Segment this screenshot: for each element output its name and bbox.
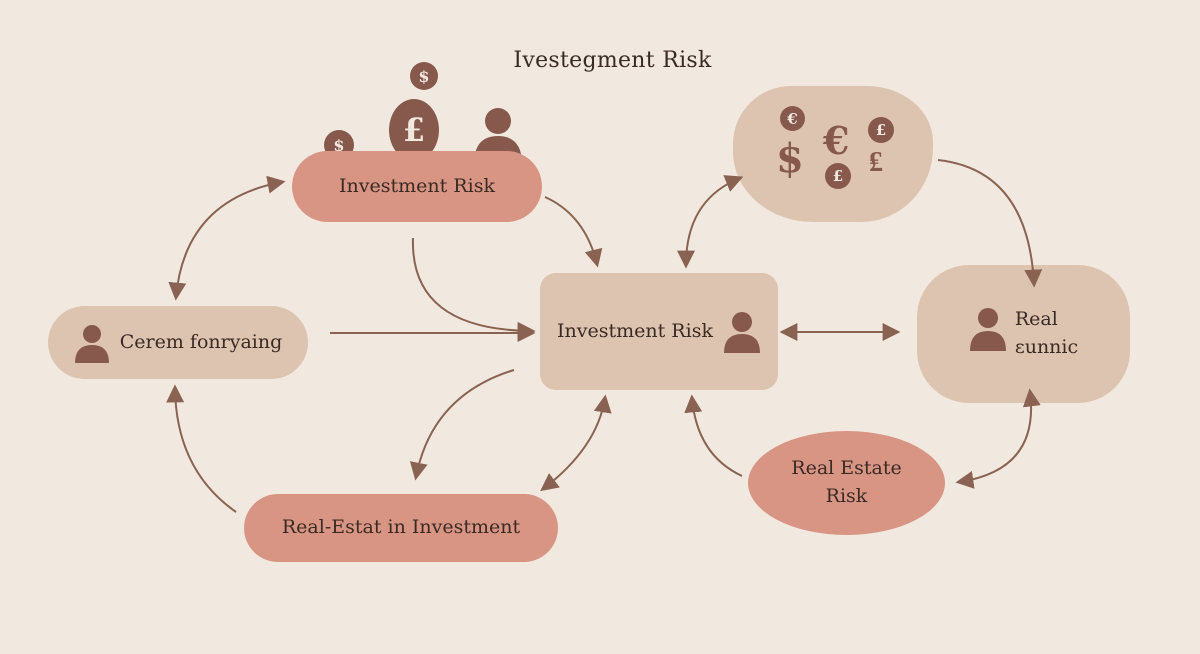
node-real-estate-investment: Real-Estat in Investment — [244, 494, 558, 562]
node-label: Cerem fonryaing — [119, 330, 283, 353]
pound-symbol-icon: ₤ — [869, 145, 883, 178]
arrow-center-to-bottom — [409, 369, 515, 481]
arrow-top-down-to-center — [411, 237, 536, 340]
node-right: Real ɛunnic — [917, 265, 1130, 403]
node-label-line1: Real — [1014, 308, 1058, 331]
node-investment-risk-center: Investment Risk — [540, 273, 778, 390]
pound-coin-icon-small: £ — [825, 163, 851, 189]
arrow-left-to-top — [168, 175, 286, 301]
arrow-cloud-to-right — [937, 159, 1043, 288]
node-label: Investment Risk — [339, 174, 495, 197]
node-label: Investment Risk — [557, 319, 713, 342]
dollar-coin-icon-small: $ — [410, 62, 438, 90]
node-label-line1: Real Estate — [791, 457, 902, 480]
node-label-line2: Risk — [825, 485, 868, 507]
currency-cloud — [733, 86, 933, 222]
node-label: Real-Estat in Investment — [281, 516, 521, 539]
euro-coin-icon: € — [780, 106, 805, 131]
node-label-line2: ɛunnic — [1014, 336, 1079, 358]
pound-coin-icon-large: £ — [389, 99, 439, 161]
node-left: Cerem fonryaing — [48, 306, 308, 379]
arrow-center-to-cloud — [677, 175, 744, 269]
pound-coin-icon: £ — [868, 117, 894, 143]
person-icon-right — [969, 308, 1006, 351]
arrow-bottom-center-double — [540, 394, 612, 492]
node-investment-risk-top: Investment Risk — [292, 151, 542, 222]
arrow-right-ellipse-double — [955, 388, 1041, 489]
person-icon-center — [723, 311, 760, 353]
arrow-top-to-center — [544, 196, 603, 268]
node-real-estate-risk: Real Estate Risk — [748, 431, 945, 535]
arrow-bottom-to-left — [166, 384, 237, 513]
arrow-ellipse-to-center — [684, 394, 743, 477]
dollar-symbol-icon: $ — [776, 135, 804, 182]
person-icon-left — [74, 324, 109, 363]
euro-symbol-icon: € — [823, 118, 850, 163]
diagram-title: Ivestegment Risk — [513, 48, 712, 73]
